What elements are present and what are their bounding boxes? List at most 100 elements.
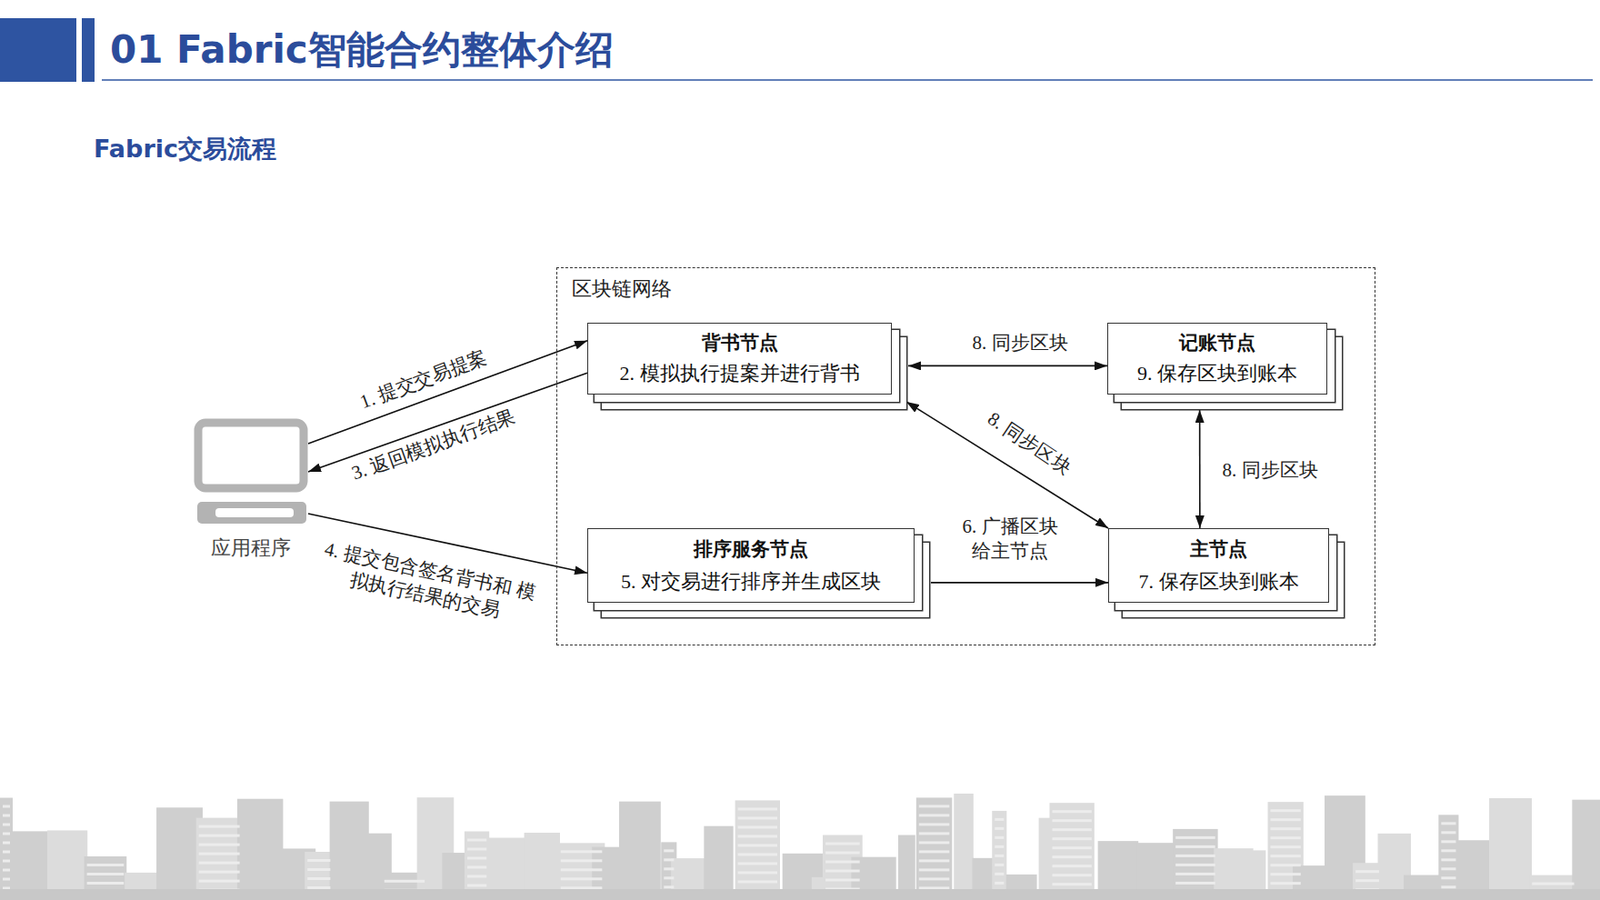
header-rule [101, 79, 1593, 81]
window-row [2, 869, 10, 872]
window-row [1270, 836, 1301, 840]
window-row [1175, 845, 1215, 849]
window-row [199, 843, 240, 847]
network-region: 背书节点2. 模拟执行提案并进行背书记账节点9. 保存区块到账本排序服务节点5.… [556, 267, 1376, 646]
window-row [663, 858, 674, 861]
edge-label: 1. 提交交易提案 [356, 345, 490, 416]
building [1489, 798, 1532, 900]
building [1571, 800, 1600, 900]
window-row [199, 825, 240, 829]
window-row [663, 849, 674, 852]
window-row [467, 874, 487, 878]
connector-arrow [906, 401, 1109, 529]
ground-band [0, 889, 1600, 900]
node-step-text: 7. 保存区块到账本 [1139, 568, 1300, 596]
window-row [2, 814, 10, 818]
window-row [1270, 827, 1301, 830]
edge-label: 8. 同步区块 [982, 406, 1076, 480]
window-row [1175, 854, 1215, 858]
window-row [2, 805, 10, 809]
window-row [1051, 846, 1091, 850]
window-row [825, 851, 860, 855]
window-row [199, 834, 240, 838]
peer-node-box: 排序服务节点 5. 对交易进行排序并生成区块 [587, 528, 915, 603]
building [735, 800, 780, 900]
window-row [994, 872, 1004, 876]
window-row [738, 807, 778, 810]
window-row [994, 836, 1004, 840]
window-row [825, 842, 860, 846]
node-step-text: 5. 对交易进行排序并生成区块 [620, 568, 881, 596]
window-row [199, 870, 240, 874]
window-row [738, 880, 778, 883]
building [196, 818, 243, 900]
window-row [1440, 876, 1456, 880]
window-row [1440, 849, 1456, 852]
window-row [919, 850, 950, 853]
window-row [560, 850, 603, 853]
window-row [919, 840, 950, 844]
window-row [1270, 863, 1301, 867]
window-row [825, 879, 860, 882]
region-label: 区块链网络 [571, 275, 672, 303]
window-row [2, 823, 10, 827]
skyline-illustration [0, 772, 1600, 900]
window-row [307, 868, 330, 871]
edge-label: 6. 广播区块 给主节点 [953, 514, 1068, 565]
window-row [1270, 872, 1301, 876]
window-row [919, 813, 950, 817]
node-step-text: 2. 模拟执行提案并进行背书 [620, 360, 860, 388]
window-row [825, 860, 860, 864]
window-row [1270, 818, 1301, 821]
node-heading: 排序服务节点 [693, 536, 809, 562]
window-row [87, 872, 125, 876]
connector-arrow [308, 372, 588, 472]
edge-label: 3. 返回模拟执行结果 [348, 404, 519, 486]
node-heading: 背书节点 [701, 330, 779, 356]
application-node: 应用程序 [193, 418, 309, 571]
building [1049, 802, 1094, 900]
window-row [1355, 870, 1380, 873]
window-row [738, 825, 778, 829]
window-row [919, 868, 950, 871]
peer-node-box: 背书节点 2. 模拟执行提案并进行背书 [587, 322, 892, 395]
window-row [738, 843, 778, 847]
window-row [663, 876, 674, 880]
window-row [1440, 867, 1456, 870]
window-row [1175, 872, 1215, 876]
connector-arrow [908, 365, 1108, 368]
edge-label: 8. 同步区块 [972, 330, 1069, 356]
window-row [2, 878, 10, 881]
window-row [1051, 855, 1091, 859]
window-row [199, 861, 240, 865]
window-row [1355, 879, 1380, 882]
window-row [1051, 810, 1091, 813]
window-row [1051, 837, 1091, 840]
window-row [467, 883, 487, 887]
window-row [994, 827, 1004, 830]
window-row [663, 867, 674, 870]
window-row [1531, 882, 1574, 886]
window-row [560, 877, 603, 880]
window-row [1051, 828, 1091, 831]
window-row [663, 885, 674, 889]
window-row [919, 831, 950, 835]
building [991, 810, 1007, 900]
window-row [919, 877, 950, 880]
window-row [825, 870, 860, 873]
window-row [560, 868, 603, 871]
node-label: 应用程序 [193, 534, 309, 562]
window-row [199, 880, 240, 883]
window-row [1175, 863, 1215, 867]
window-row [919, 822, 950, 826]
window-row [1270, 809, 1301, 812]
window-row [1051, 873, 1091, 877]
window-row [560, 886, 603, 890]
connector-arrow [930, 581, 1109, 584]
building [703, 826, 733, 900]
window-row [738, 861, 778, 865]
header-block [0, 18, 77, 82]
header-bar [81, 18, 95, 82]
window-row [919, 886, 950, 890]
building [619, 801, 661, 900]
